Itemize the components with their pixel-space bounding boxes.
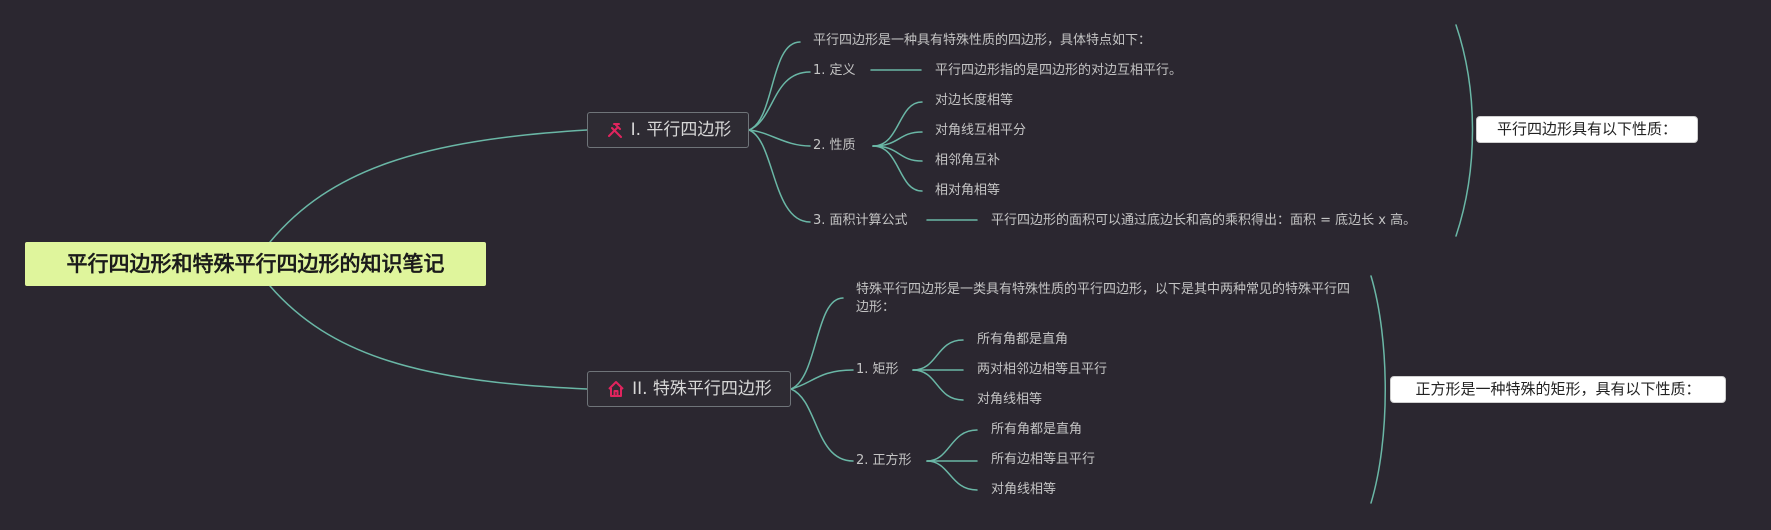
rectangle-label[interactable]: 1. 矩形 bbox=[856, 362, 899, 377]
connector-prop-3 bbox=[872, 145, 923, 162]
properties-label[interactable]: 2. 性质 bbox=[813, 138, 856, 153]
square-label[interactable]: 2. 正方形 bbox=[856, 453, 912, 468]
summary-parallelogram[interactable]: 平行四边形具有以下性质： bbox=[1476, 116, 1698, 143]
topic-parallelogram[interactable]: I. 平行四边形 bbox=[587, 112, 749, 148]
tools-icon bbox=[607, 123, 622, 138]
bracket-b1-summary bbox=[1455, 24, 1474, 237]
connector-b1-properties bbox=[748, 129, 811, 147]
connector-b2-intro bbox=[790, 297, 844, 390]
property-item[interactable]: 对边长度相等 bbox=[935, 93, 1014, 108]
connector-b2-square bbox=[790, 388, 854, 462]
root-topic[interactable]: 平行四边形和特殊平行四边形的知识笔记 bbox=[25, 242, 486, 286]
rectangle-item[interactable]: 对角线相等 bbox=[977, 392, 1043, 407]
rectangle-item[interactable]: 两对相邻边相等且平行 bbox=[977, 362, 1108, 377]
property-item[interactable]: 相邻角互补 bbox=[935, 153, 1001, 168]
connector-b1-intro bbox=[748, 41, 801, 131]
topic-special-parallelogram-label: II. 特殊平行四边形 bbox=[632, 379, 772, 399]
connector-prop-2 bbox=[872, 131, 923, 147]
connector-b2-rectangle bbox=[790, 369, 854, 390]
definition-text[interactable]: 平行四边形指的是四边形的对边互相平行。 bbox=[935, 63, 1183, 78]
connector-prop-4 bbox=[872, 145, 923, 192]
topic-parallelogram-label: I. 平行四边形 bbox=[630, 120, 732, 140]
connector-rect-1 bbox=[912, 339, 964, 371]
connector-root-branch1 bbox=[269, 129, 588, 243]
property-item[interactable]: 对角线互相平分 bbox=[935, 123, 1027, 138]
home-icon bbox=[608, 381, 624, 397]
special-intro[interactable]: 特殊平行四边形是一类具有特殊性质的平行四边形，以下是其中两种常见的特殊平行四边形… bbox=[856, 282, 1351, 315]
connector-root-branch2 bbox=[269, 285, 588, 390]
bracket-b2-summary bbox=[1370, 275, 1386, 504]
connector-square-3 bbox=[926, 460, 978, 491]
parallelogram-intro[interactable]: 平行四边形是一种具有特殊性质的四边形，具体特点如下： bbox=[813, 33, 1152, 48]
property-item[interactable]: 相对角相等 bbox=[935, 183, 1001, 198]
connector-b1-definition bbox=[748, 71, 811, 131]
summary-square[interactable]: 正方形是一种特殊的矩形，具有以下性质： bbox=[1390, 376, 1726, 403]
rectangle-item[interactable]: 所有角都是直角 bbox=[977, 332, 1069, 347]
connector-square-1 bbox=[926, 429, 978, 462]
area-text[interactable]: 平行四边形的面积可以通过底边长和高的乘积得出：面积 = 底边长 x 高。 bbox=[991, 213, 1417, 228]
connector-prop-1 bbox=[872, 101, 923, 147]
connector-rect-3 bbox=[912, 369, 964, 401]
square-item[interactable]: 所有角都是直角 bbox=[991, 422, 1083, 437]
definition-label[interactable]: 1. 定义 bbox=[813, 63, 856, 78]
square-item[interactable]: 对角线相等 bbox=[991, 482, 1057, 497]
topic-special-parallelogram[interactable]: II. 特殊平行四边形 bbox=[587, 371, 791, 407]
connector-b1-area bbox=[748, 129, 811, 223]
area-label[interactable]: 3. 面积计算公式 bbox=[813, 213, 908, 228]
square-item[interactable]: 所有边相等且平行 bbox=[991, 452, 1096, 467]
